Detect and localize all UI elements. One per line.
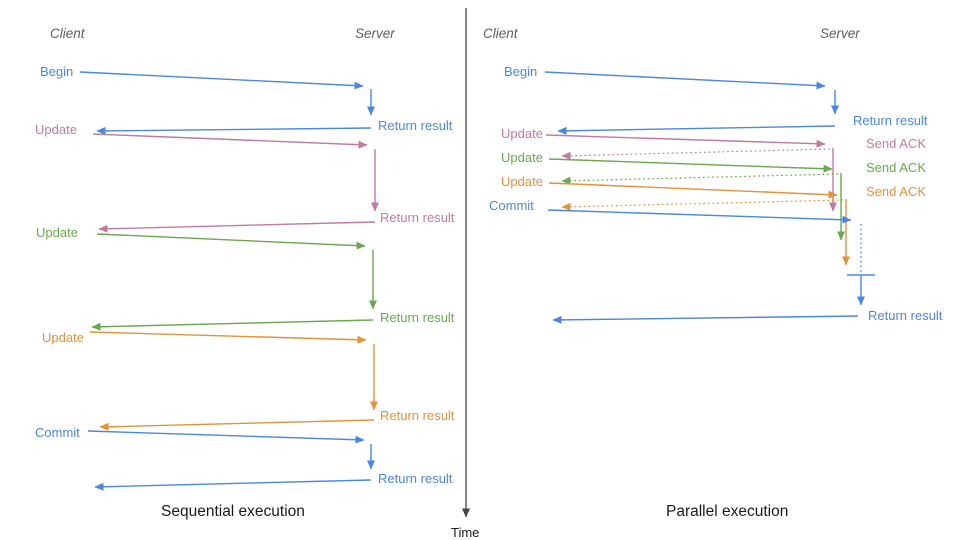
- seq-client-header: Client: [50, 26, 86, 41]
- seq-begin-response-arrow: [96, 126, 372, 135]
- seq-update3-response-label: Return result: [380, 408, 455, 423]
- seq-update1-response-arrow: [98, 221, 376, 233]
- seq-commit-label: Commit: [35, 425, 80, 440]
- par-begin-label: Begin: [504, 64, 537, 79]
- par-caption: Parallel execution: [666, 503, 788, 520]
- seq-commit-response-label: Return result: [378, 471, 453, 486]
- seq-update2-response-label: Return result: [380, 310, 455, 325]
- par-update2-label: Update: [501, 150, 543, 165]
- par-update2-request-arrow: [548, 158, 833, 173]
- seq-server-header: Server: [355, 26, 395, 41]
- seq-update3-request-arrow: [89, 331, 367, 344]
- par-update3-ack-label: Send ACK: [866, 184, 926, 199]
- par-commit-response-label: Return result: [868, 308, 943, 323]
- par-client-header: Client: [483, 26, 519, 41]
- seq-commit-request-arrow: [87, 430, 365, 444]
- par-update1-label: Update: [501, 126, 543, 141]
- seq-commit-response-arrow: [94, 479, 372, 491]
- par-update1-ack-arrow: [561, 148, 831, 160]
- seq-begin-response-label: Return result: [378, 118, 453, 133]
- par-begin-response-arrow: [557, 125, 836, 135]
- seq-update3-response-arrow: [99, 419, 375, 431]
- par-begin-response-label: Return result: [853, 113, 928, 128]
- par-update2-ack-arrow: [561, 173, 839, 185]
- par-commit-response-arrow: [552, 315, 859, 324]
- seq-begin-label: Begin: [40, 64, 73, 79]
- par-update3-ack-arrow: [561, 199, 844, 211]
- par-update3-request-arrow: [548, 182, 838, 199]
- seq-update1-label: Update: [35, 122, 77, 137]
- par-update2-ack-label: Send ACK: [866, 160, 926, 175]
- seq-update3-label: Update: [42, 330, 84, 345]
- par-server-header: Server: [820, 26, 860, 41]
- seq-update2-request-arrow: [96, 233, 366, 250]
- seq-begin-request-arrow: [79, 71, 364, 90]
- par-update1-ack-label: Send ACK: [866, 136, 926, 151]
- par-commit-label: Commit: [489, 198, 534, 213]
- par-update1-request-arrow: [545, 134, 826, 148]
- seq-caption: Sequential execution: [161, 503, 305, 520]
- time-axis-label: Time: [451, 525, 479, 540]
- seq-update2-label: Update: [36, 225, 78, 240]
- par-commit-request-arrow: [547, 209, 852, 224]
- seq-update1-request-arrow: [92, 133, 368, 149]
- seq-update2-response-arrow: [91, 319, 374, 331]
- par-update3-label: Update: [501, 174, 543, 189]
- seq-update1-response-label: Return result: [380, 210, 455, 225]
- par-begin-request-arrow: [544, 71, 826, 90]
